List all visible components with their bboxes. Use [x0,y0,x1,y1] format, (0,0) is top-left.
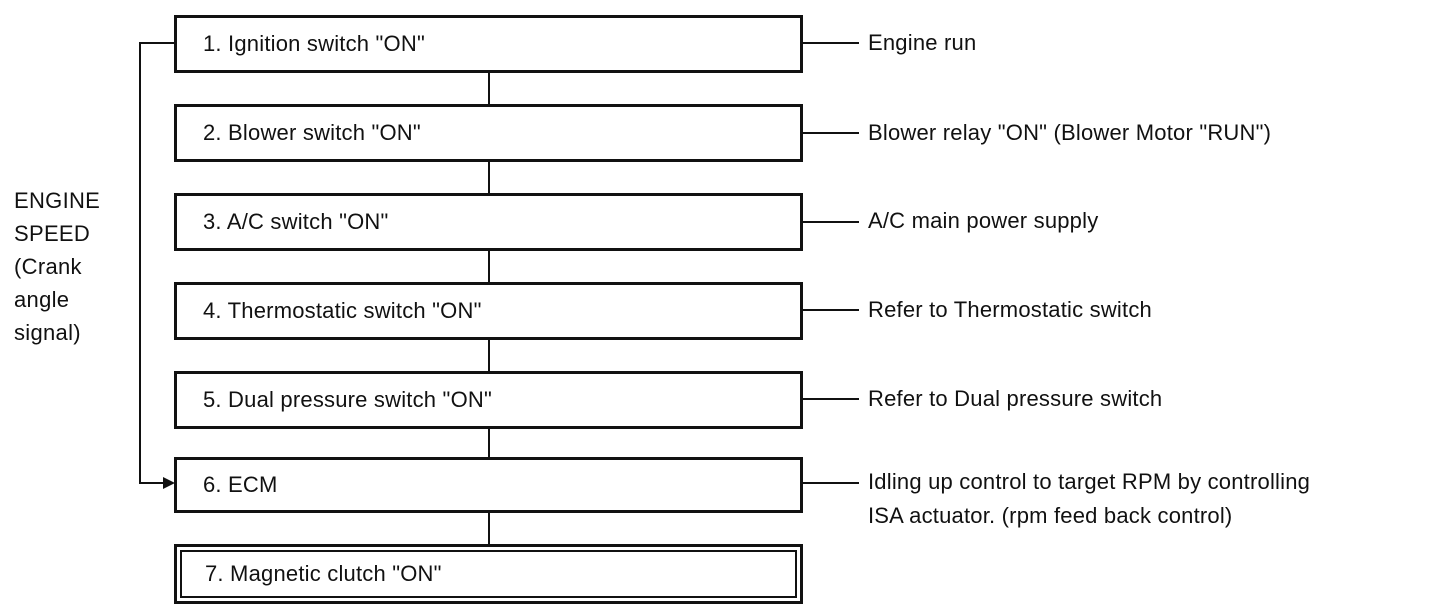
flow-box-7-label: 7. Magnetic clutch "ON" [205,561,442,586]
flow-box-1: 1. Ignition switch "ON" [174,15,803,73]
annotation-2: Blower relay "ON" (Blower Motor "RUN") [868,120,1272,145]
flow-box-3-label: 3. A/C switch "ON" [203,209,389,234]
annotation-stub-line-5 [803,398,859,400]
flow-box-7: 7. Magnetic clutch "ON" [174,544,803,604]
annotation-1: Engine run [868,30,977,55]
annotation-stub-line-4 [803,309,859,311]
connector-line-6-7 [488,513,490,544]
flow-box-2: 2. Blower switch "ON" [174,104,803,162]
trunk-top-connector-line [139,42,175,44]
connector-line-2-3 [488,162,490,193]
annotation-stub-line-3 [803,221,859,223]
connector-line-3-4 [488,251,490,282]
annotation-stub-line-1 [803,42,859,44]
annotation-stub-line-6 [803,482,859,484]
flow-box-5-label: 5. Dual pressure switch "ON" [203,387,492,412]
connector-line-1-2 [488,73,490,104]
annotation-4: Refer to Thermostatic switch [868,297,1152,322]
trunk-vertical-line [139,42,141,484]
connector-line-5-6 [488,429,490,457]
annotation-6: Idling up control to target RPM by contr… [868,469,1311,528]
annotation-5: Refer to Dual pressure switch [868,386,1163,411]
flow-box-7-inner-border: 7. Magnetic clutch "ON" [180,550,797,598]
flow-box-4-label: 4. Thermostatic switch "ON" [203,298,482,323]
arrowhead-icon [163,477,175,489]
trunk-arrow-shaft-line [139,482,165,484]
flow-box-6-label: 6. ECM [203,472,278,497]
flow-box-6: 6. ECM [174,457,803,513]
connector-line-4-5 [488,340,490,371]
annotation-stub-line-2 [803,132,859,134]
flow-box-2-label: 2. Blower switch "ON" [203,120,421,145]
flow-box-5: 5. Dual pressure switch "ON" [174,371,803,429]
annotation-3: A/C main power supply [868,208,1099,233]
flow-box-3: 3. A/C switch "ON" [174,193,803,251]
flow-box-4: 4. Thermostatic switch "ON" [174,282,803,340]
flow-box-1-label: 1. Ignition switch "ON" [203,31,425,56]
engine-speed-label: ENGINE SPEED (Crank angle signal) [14,188,101,345]
